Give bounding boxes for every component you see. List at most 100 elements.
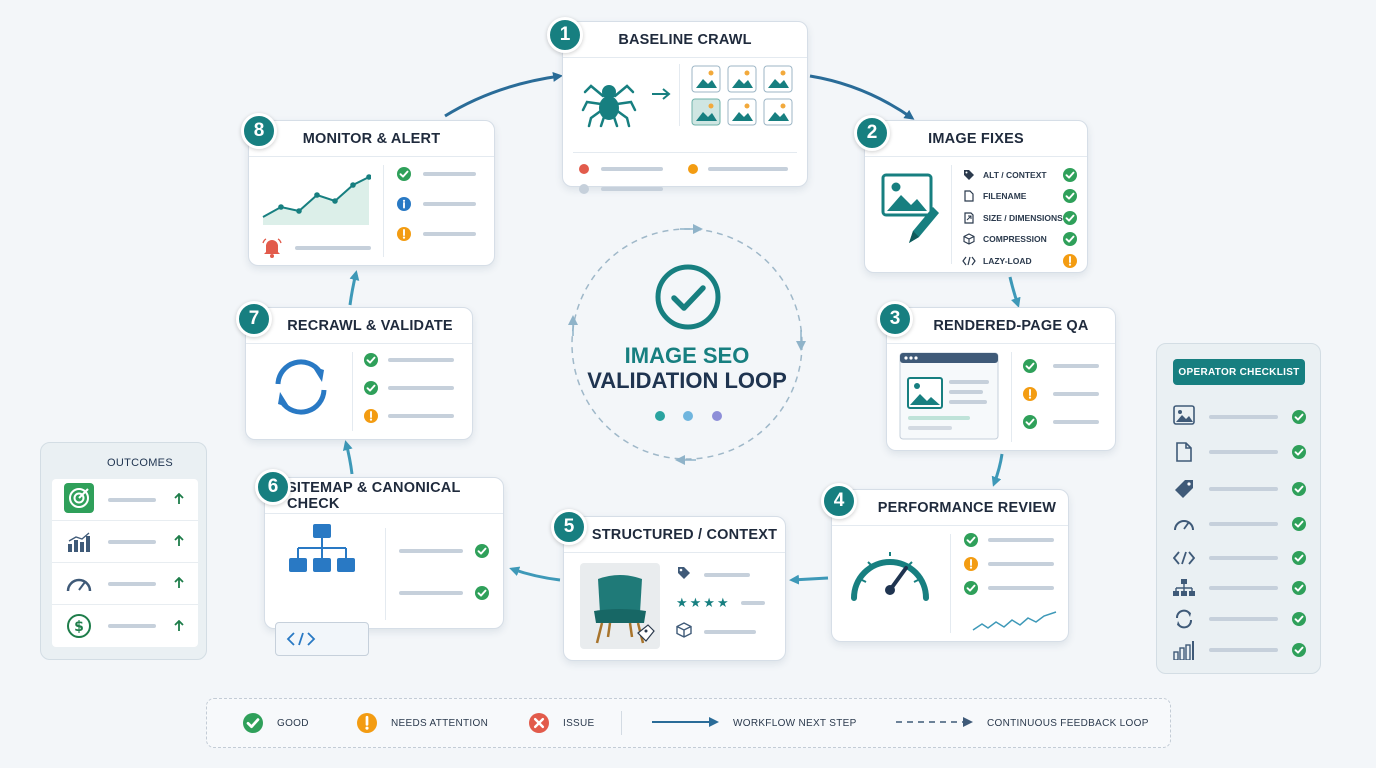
step-title: RENDERED-PAGE QA bbox=[887, 308, 1115, 344]
svg-text:$: $ bbox=[74, 619, 84, 635]
status-attention bbox=[364, 409, 378, 423]
arrow-5-to-6 bbox=[509, 566, 561, 582]
step-card-structured-context[interactable]: STRUCTURED / CONTEXT ★★★★ bbox=[563, 516, 786, 661]
step-title: BASELINE CRAWL bbox=[563, 22, 807, 58]
refresh-icon bbox=[1173, 609, 1195, 629]
step-card-recrawl-validate[interactable]: RECRAWL & VALIDATE bbox=[245, 307, 473, 440]
status-good bbox=[1063, 167, 1077, 182]
recrawl-checks bbox=[364, 346, 454, 430]
sitemap-icon bbox=[287, 522, 357, 578]
status-good bbox=[397, 167, 411, 181]
checklist-row bbox=[1157, 507, 1320, 541]
checklist-row bbox=[1157, 633, 1320, 667]
box-icon bbox=[676, 622, 692, 642]
outcome-row bbox=[52, 563, 198, 605]
fix-row-lazyload: LAZY-LOAD bbox=[961, 250, 1077, 272]
status-good bbox=[364, 353, 378, 367]
step-title: SITEMAP & CANONICAL CHECK bbox=[265, 478, 503, 514]
status-good bbox=[1063, 189, 1077, 204]
status-good bbox=[1292, 410, 1306, 424]
arrow-2-to-3 bbox=[1008, 276, 1021, 308]
status-issue bbox=[529, 713, 549, 733]
up-arrow-icon bbox=[174, 490, 184, 509]
fix-row-size: SIZE / DIMENSIONS bbox=[961, 207, 1077, 229]
arrow-3-to-4 bbox=[991, 453, 1004, 487]
status-good bbox=[1292, 643, 1306, 657]
fix-row-compression: COMPRESSION bbox=[961, 229, 1077, 251]
rating-stars-icon: ★★★★ bbox=[676, 595, 731, 611]
refresh-icon bbox=[268, 354, 334, 420]
status-good bbox=[964, 533, 978, 547]
legend-attention: NEEDS ATTENTION bbox=[357, 699, 488, 747]
step-badge-8: 8 bbox=[241, 113, 277, 149]
chair-icon bbox=[580, 563, 660, 649]
status-good bbox=[1292, 581, 1306, 595]
legend-issue: ISSUE bbox=[529, 699, 595, 747]
gauge-icon bbox=[1173, 516, 1195, 532]
operator-checklist-panel: OPERATOR CHECKLIST bbox=[1156, 343, 1321, 674]
arrow-right-icon bbox=[651, 86, 673, 105]
page-title-line2: VALIDATION LOOP bbox=[587, 368, 787, 393]
image-fixes-list: ALT / CONTEXT FILENAME SIZE / DIMENSIONS… bbox=[961, 164, 1077, 272]
status-attention bbox=[1023, 387, 1037, 401]
step-badge-2: 2 bbox=[854, 115, 890, 151]
status-good bbox=[1063, 232, 1077, 247]
tag-icon bbox=[961, 169, 977, 181]
sitemap-icon bbox=[1173, 578, 1195, 598]
status-good bbox=[1292, 612, 1306, 626]
fix-row-filename: FILENAME bbox=[961, 186, 1077, 208]
tag-icon bbox=[1173, 479, 1195, 499]
solid-arrow-icon bbox=[651, 716, 721, 731]
status-info bbox=[397, 197, 411, 211]
outcomes-title: OUTCOMES bbox=[107, 457, 173, 469]
step-title: STRUCTURED / CONTEXT bbox=[564, 517, 785, 553]
up-arrow-icon bbox=[174, 617, 184, 636]
checklist-row bbox=[1157, 435, 1320, 469]
legend-next-step: WORKFLOW NEXT STEP bbox=[651, 699, 857, 747]
status-attention bbox=[964, 557, 978, 571]
dollar-icon: $ bbox=[64, 613, 94, 639]
sitemap-checks bbox=[399, 536, 489, 608]
status-good bbox=[1292, 445, 1306, 459]
checklist-row bbox=[1157, 571, 1320, 605]
status-good bbox=[1023, 359, 1037, 373]
status-good bbox=[475, 544, 489, 558]
step-badge-1: 1 bbox=[547, 17, 583, 53]
legend-feedback: CONTINUOUS FEEDBACK LOOP bbox=[895, 699, 1149, 747]
step-card-baseline-crawl[interactable]: BASELINE CRAWL bbox=[562, 21, 808, 194]
alert-bell-icon bbox=[261, 237, 371, 259]
step-badge-5: 5 bbox=[551, 509, 587, 545]
step-title: IMAGE FIXES bbox=[865, 121, 1087, 157]
code-icon bbox=[1173, 551, 1195, 565]
checklist-row bbox=[1157, 602, 1320, 636]
status-good bbox=[475, 586, 489, 600]
arrow-8-to-1 bbox=[444, 72, 563, 118]
center-check-icon bbox=[653, 262, 723, 332]
target-icon bbox=[64, 482, 94, 517]
structured-data-rows: ★★★★ bbox=[676, 561, 771, 647]
legend-good: GOOD bbox=[243, 699, 309, 747]
step-card-sitemap-canonical[interactable]: SITEMAP & CANONICAL CHECK bbox=[264, 477, 504, 656]
status-attention bbox=[397, 227, 411, 241]
checklist-row bbox=[1157, 541, 1320, 575]
up-arrow-icon bbox=[174, 532, 184, 551]
status-good bbox=[1292, 551, 1306, 565]
browser-icon bbox=[899, 352, 999, 440]
bar-chart-icon bbox=[64, 532, 94, 552]
step-card-image-fixes[interactable]: IMAGE FIXES ALT / CONTEXT FILENAME bbox=[864, 120, 1088, 273]
outcomes-panel: OUTCOMES $ bbox=[40, 442, 207, 660]
image-edit-icon bbox=[881, 171, 943, 251]
page-title-line1: IMAGE SEO bbox=[624, 343, 750, 368]
arrow-4-to-5 bbox=[789, 574, 829, 585]
code-snippet-box bbox=[275, 622, 369, 656]
status-good bbox=[243, 713, 263, 733]
step-card-monitor-alert[interactable]: MONITOR & ALERT bbox=[248, 120, 495, 266]
step-card-rendered-page-qa[interactable]: RENDERED-PAGE QA bbox=[886, 307, 1116, 451]
step-card-performance-review[interactable]: PERFORMANCE REVIEW bbox=[831, 489, 1069, 642]
status-good bbox=[1063, 210, 1077, 225]
step-title: PERFORMANCE REVIEW bbox=[832, 490, 1068, 526]
step-badge-6: 6 bbox=[255, 469, 291, 505]
spider-icon bbox=[581, 66, 637, 136]
status-good bbox=[1292, 517, 1306, 531]
